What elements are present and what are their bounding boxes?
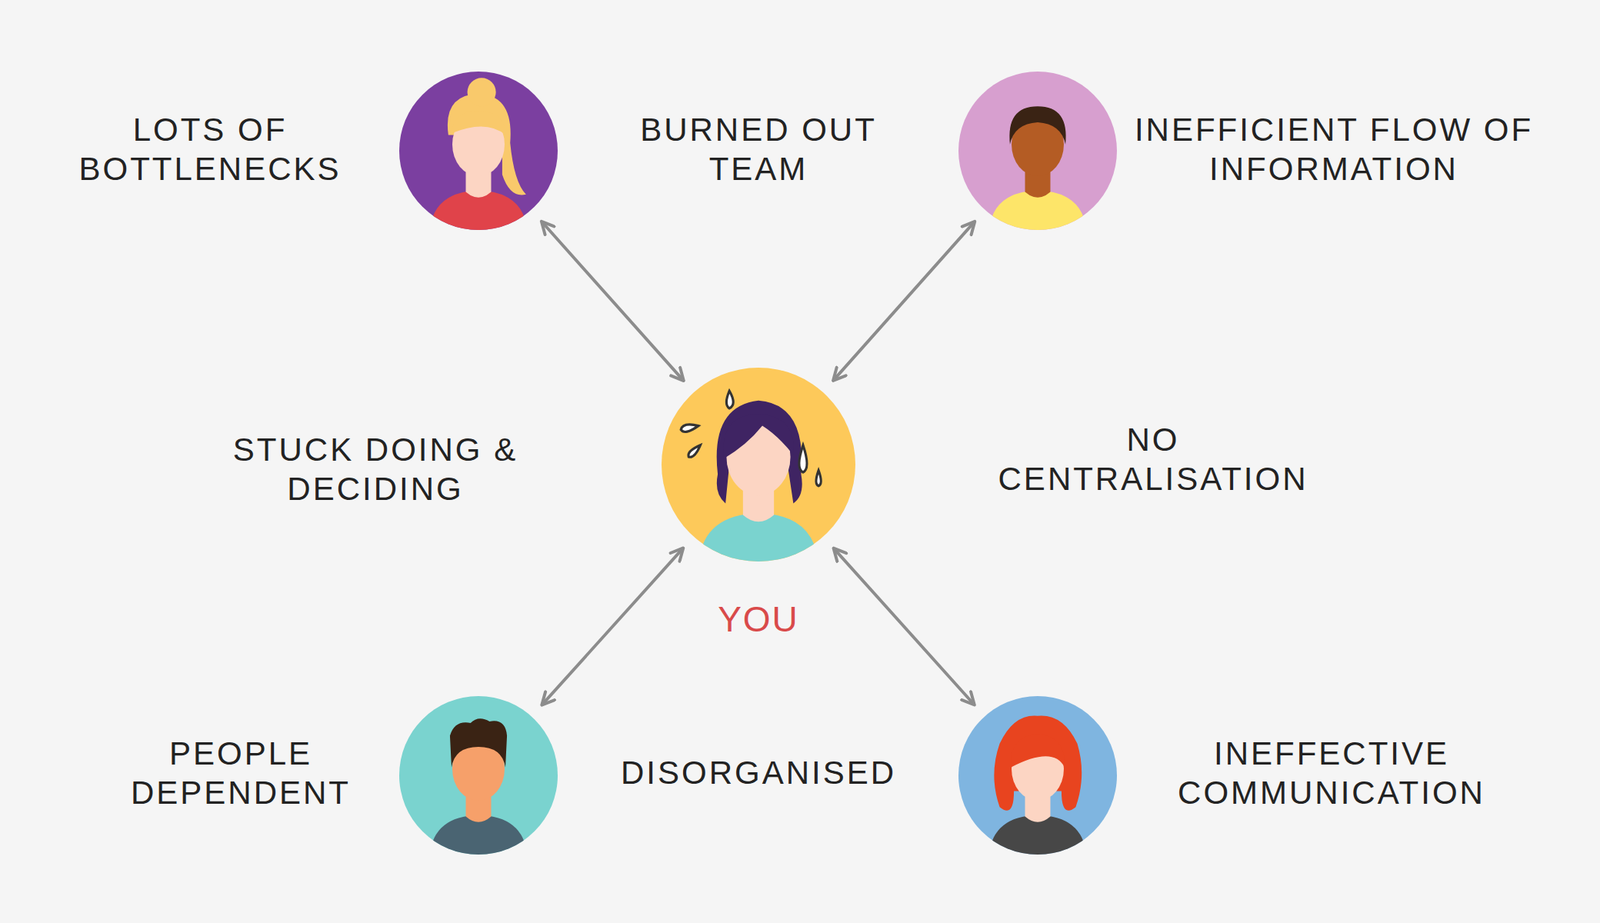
avatar-heading: INEFFECTIVE COMMUNICATION — [1131, 733, 1532, 813]
avatar-heading: PEOPLE DEPENDENT — [98, 733, 384, 813]
avatar-figure — [958, 696, 1117, 855]
avatar-figure — [958, 71, 1117, 230]
double-arrow — [542, 222, 683, 380]
problem-label: NO CENTRALISATION — [968, 420, 1338, 499]
you-label: YOU — [643, 597, 874, 641]
avatar-heading: LOTS OF BOTTLENECKS — [48, 110, 372, 189]
avatar-heading: INEFFICIENT FLOW OF INFORMATION — [1126, 110, 1542, 189]
avatar-figure — [399, 696, 558, 855]
problem-label: BURNED OUT TEAM — [604, 110, 913, 189]
you-node: YOU — [661, 367, 856, 562]
double-arrow — [834, 549, 974, 704]
avatar-figure — [661, 367, 856, 562]
double-arrow — [833, 222, 974, 380]
problem-label: STUCK DOING & DECIDING — [221, 430, 530, 509]
problem-label: DISORGANISED — [527, 753, 990, 793]
double-arrow — [543, 549, 683, 704]
avatar-figure — [399, 71, 558, 230]
avatar-node: LOTS OF BOTTLENECKS — [399, 71, 558, 230]
avatar-node: INEFFECTIVE COMMUNICATION — [958, 696, 1117, 855]
avatar-node: PEOPLE DEPENDENT — [399, 696, 558, 855]
avatar-node: INEFFICIENT FLOW OF INFORMATION — [958, 71, 1117, 230]
